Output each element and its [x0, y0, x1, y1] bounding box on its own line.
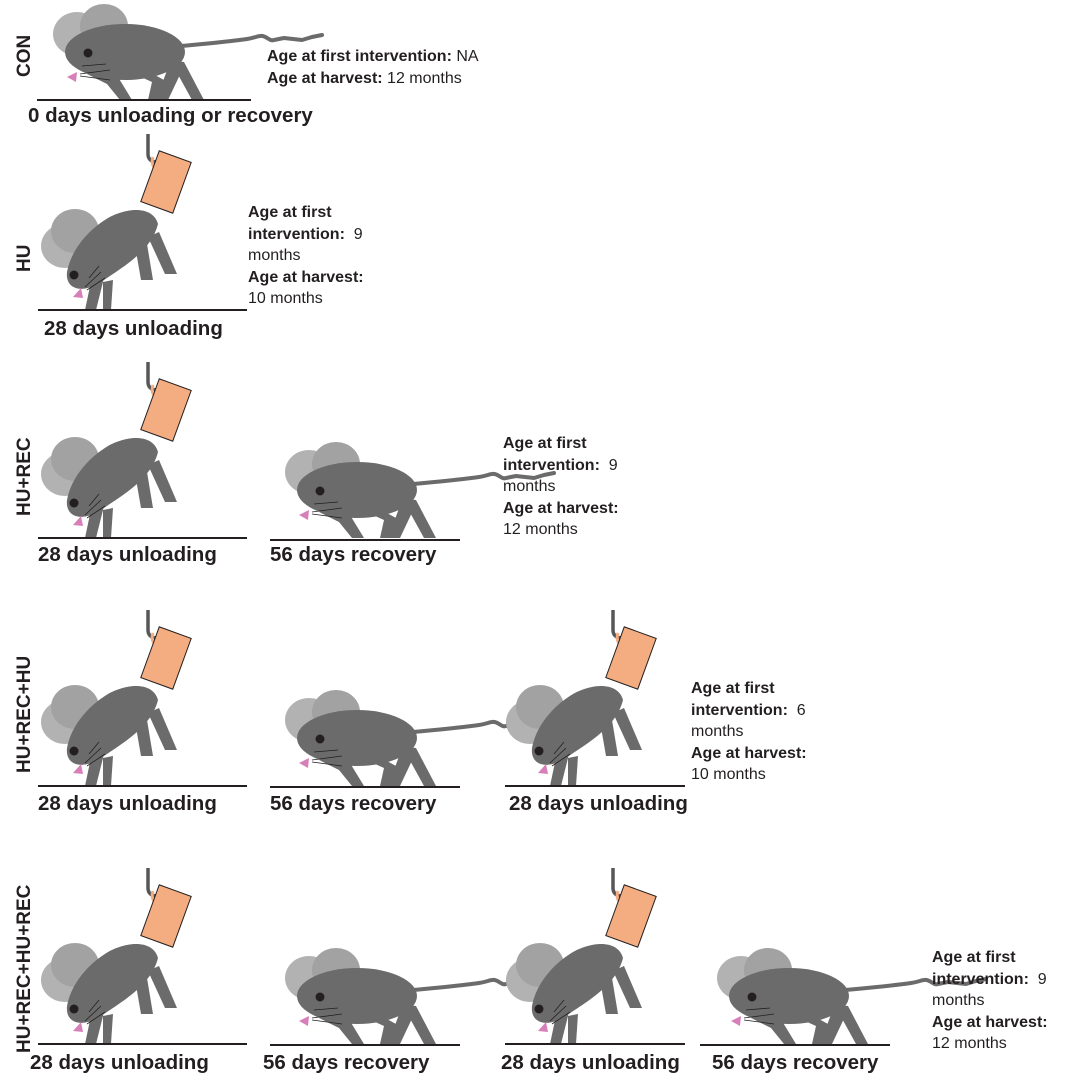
age-first-value: 6 [797, 702, 806, 719]
age-first-label: intervention: [691, 702, 788, 719]
stage-caption: 28 days unloading [501, 1051, 680, 1075]
group-label-con: CON [14, 35, 36, 77]
stage-caption: 28 days unloading [38, 792, 217, 816]
group-label-hu-rec: HU+REC [14, 437, 36, 516]
stage-caption: 28 days unloading [30, 1051, 209, 1075]
age-harvest-label: Age at harvest: [691, 745, 807, 762]
age-harvest-label: Age at harvest: [267, 70, 383, 87]
stage-caption: 56 days recovery [712, 1051, 878, 1075]
age-first-label: Age at first [248, 204, 332, 221]
stage-caption: 56 days recovery [270, 543, 436, 567]
stage-caption: 28 days unloading [509, 792, 688, 816]
age-harvest-value: 10 months [248, 288, 364, 310]
suspended-mouse-icon [41, 610, 191, 786]
age-first-value: 9 [354, 226, 363, 243]
age-first-value: NA [456, 48, 478, 65]
age-first-value: 9 [609, 457, 618, 474]
age-harvest-label: Age at harvest: [932, 1014, 1048, 1031]
age-first-unit: months [503, 476, 619, 498]
age-first-unit: months [932, 990, 1048, 1012]
group-label-hu-rec-hu-rec: HU+REC+HU+REC [14, 885, 36, 1053]
group-label-hu: HU [14, 245, 36, 272]
age-harvest-label: Age at harvest: [248, 269, 364, 286]
age-first-value: 9 [1038, 971, 1047, 988]
age-first-unit: months [691, 721, 807, 743]
age-first-label: intervention: [503, 457, 600, 474]
age-first-label: Age at first [691, 680, 775, 697]
suspended-mouse-icon [41, 134, 191, 310]
suspended-mouse-icon [506, 868, 656, 1044]
age-first-label: Age at first [932, 949, 1016, 966]
age-first-unit: months [248, 245, 364, 267]
group-label-hu-rec-hu: HU+REC+HU [14, 656, 36, 773]
stage-caption: 56 days recovery [270, 792, 436, 816]
suspended-mouse-icon [506, 610, 656, 786]
age-info-hu: Age at first intervention: 9 months Age … [248, 202, 364, 310]
stage-caption: 56 days recovery [263, 1051, 429, 1075]
age-harvest-value: 10 months [691, 764, 807, 786]
age-harvest-value: 12 months [932, 1033, 1048, 1055]
age-harvest-value: 12 months [503, 519, 619, 541]
suspended-mouse-icon [41, 868, 191, 1044]
age-first-label: Age at first intervention: [267, 48, 452, 65]
age-first-label: intervention: [248, 226, 345, 243]
suspended-mouse-icon [41, 362, 191, 538]
age-info-hu-rec: Age at first intervention: 9 months Age … [503, 433, 619, 541]
age-first-label: Age at first [503, 435, 587, 452]
age-info-con: Age at first intervention: NA Age at har… [267, 46, 479, 89]
age-harvest-value: 12 months [387, 70, 462, 87]
age-info-hu-rec-hu-rec: Age at first intervention: 9 months Age … [932, 947, 1048, 1055]
stage-caption: 0 days unloading or recovery [28, 104, 313, 128]
age-info-hu-rec-hu: Age at first intervention: 6 months Age … [691, 678, 807, 786]
stage-caption: 28 days unloading [44, 317, 223, 341]
stage-caption: 28 days unloading [38, 543, 217, 567]
age-first-label: intervention: [932, 971, 1029, 988]
age-harvest-label: Age at harvest: [503, 500, 619, 517]
